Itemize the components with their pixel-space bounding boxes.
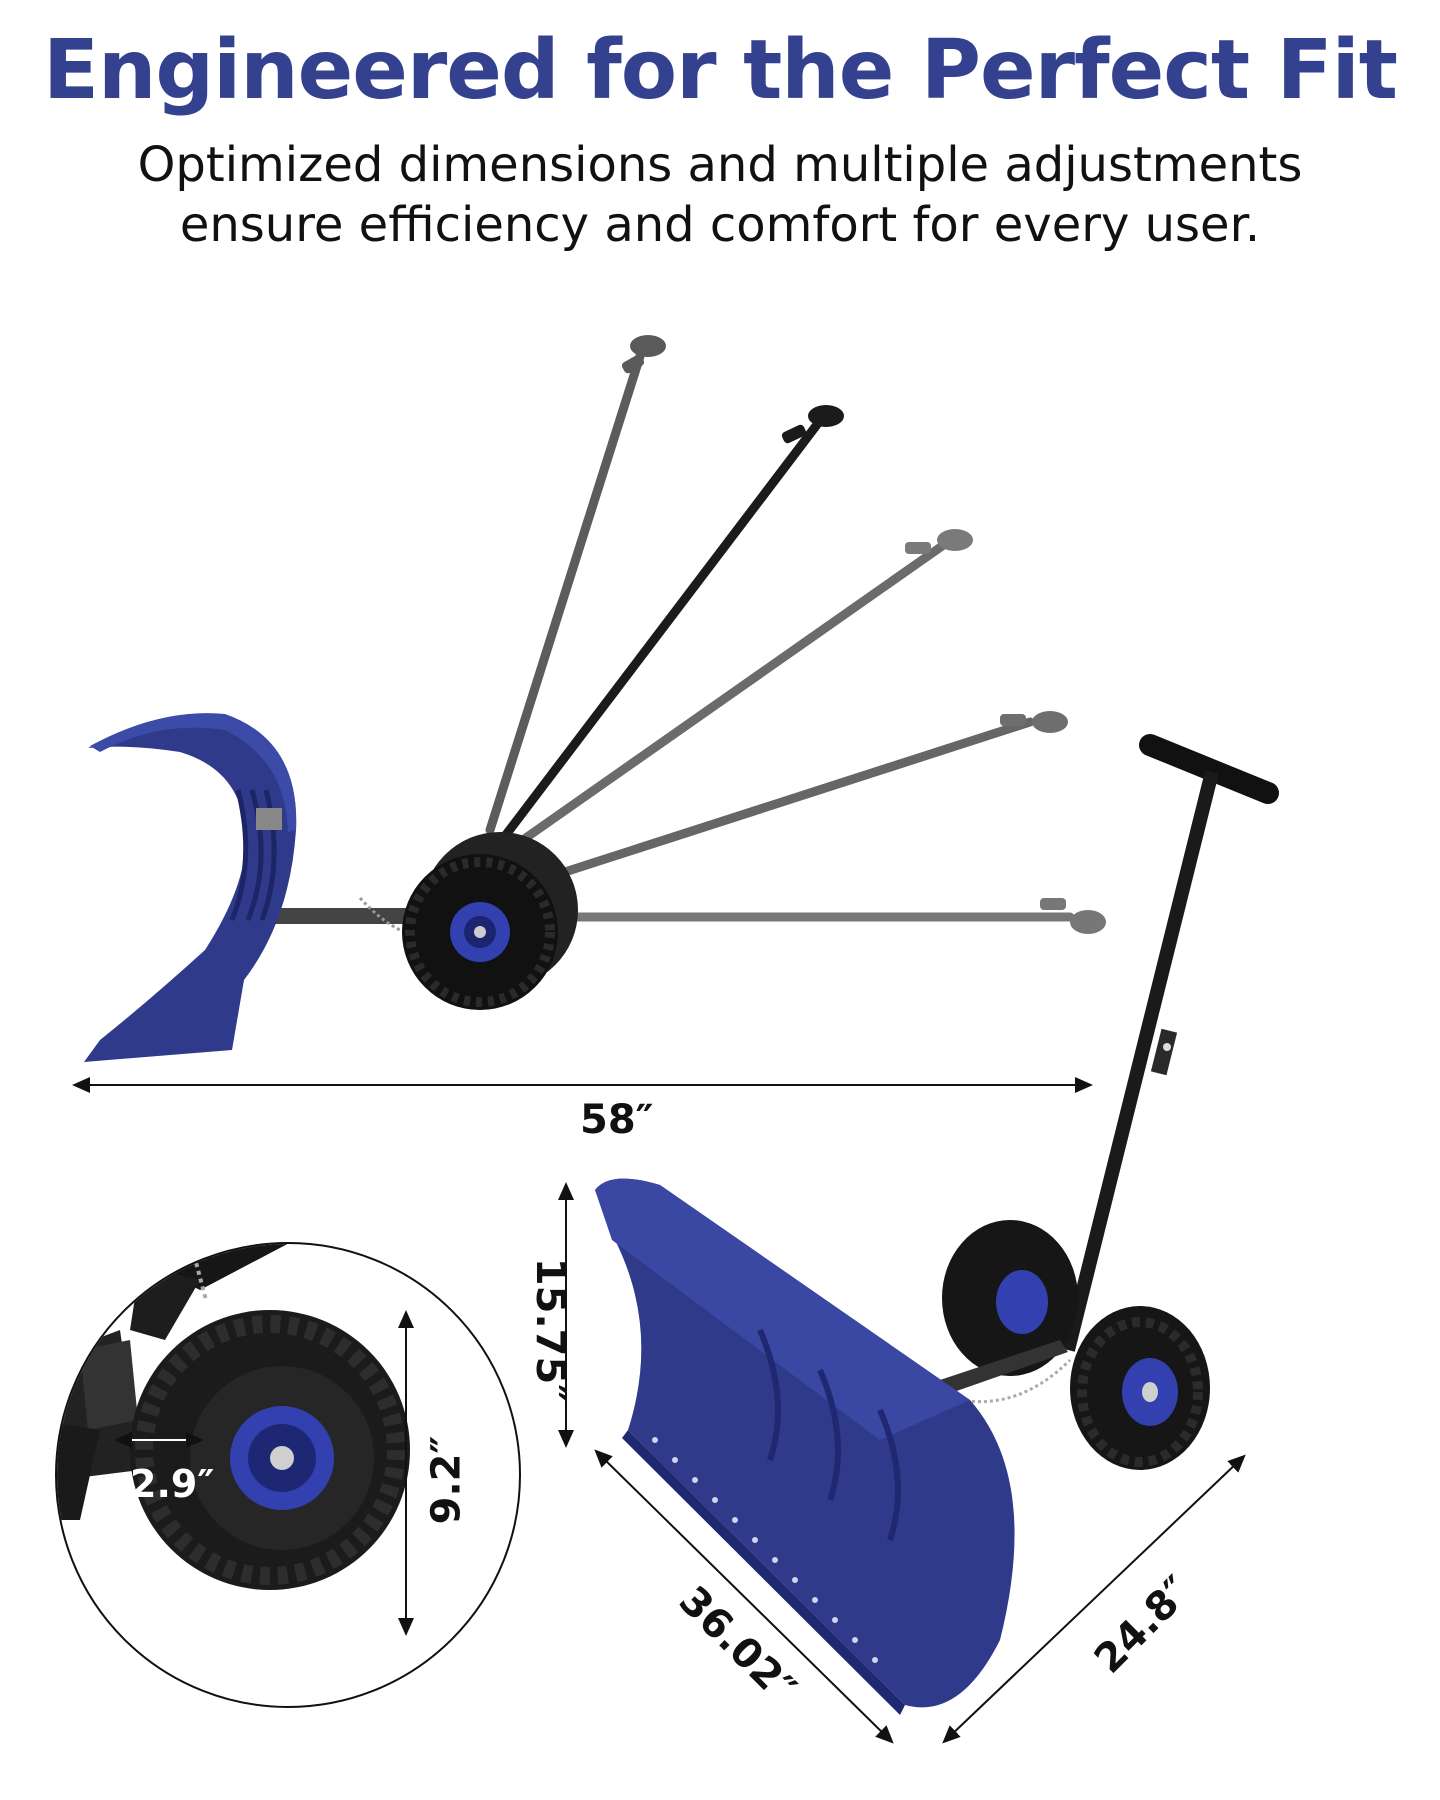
handle-position-4 — [535, 717, 1035, 885]
shovel-blade-3d — [595, 1178, 1015, 1708]
dim-wheel-diameter: 9.2″ — [423, 1435, 470, 1525]
snow-shovel-side-view — [84, 335, 1106, 1062]
blade-depth-line — [942, 1454, 1246, 1744]
t-handle-shaft — [1061, 770, 1219, 1352]
page-subtitle: Optimized dimensions and multiple adjust… — [137, 137, 1303, 253]
t-handle-grip — [1139, 734, 1279, 804]
handle-position-1 — [485, 345, 647, 835]
shovel-blade-side — [84, 714, 297, 1062]
handle-position-3 — [515, 539, 950, 847]
page-title: Engineered for the Perfect Fit — [43, 23, 1398, 118]
dim-wheel-width: 2.9″ — [130, 1462, 215, 1506]
blade-width-line — [594, 1449, 894, 1744]
handle-position-2 — [500, 413, 827, 841]
dim-overall-length: 58″ — [580, 1097, 654, 1143]
dim-blade-height: 15.75″ — [527, 1257, 574, 1403]
